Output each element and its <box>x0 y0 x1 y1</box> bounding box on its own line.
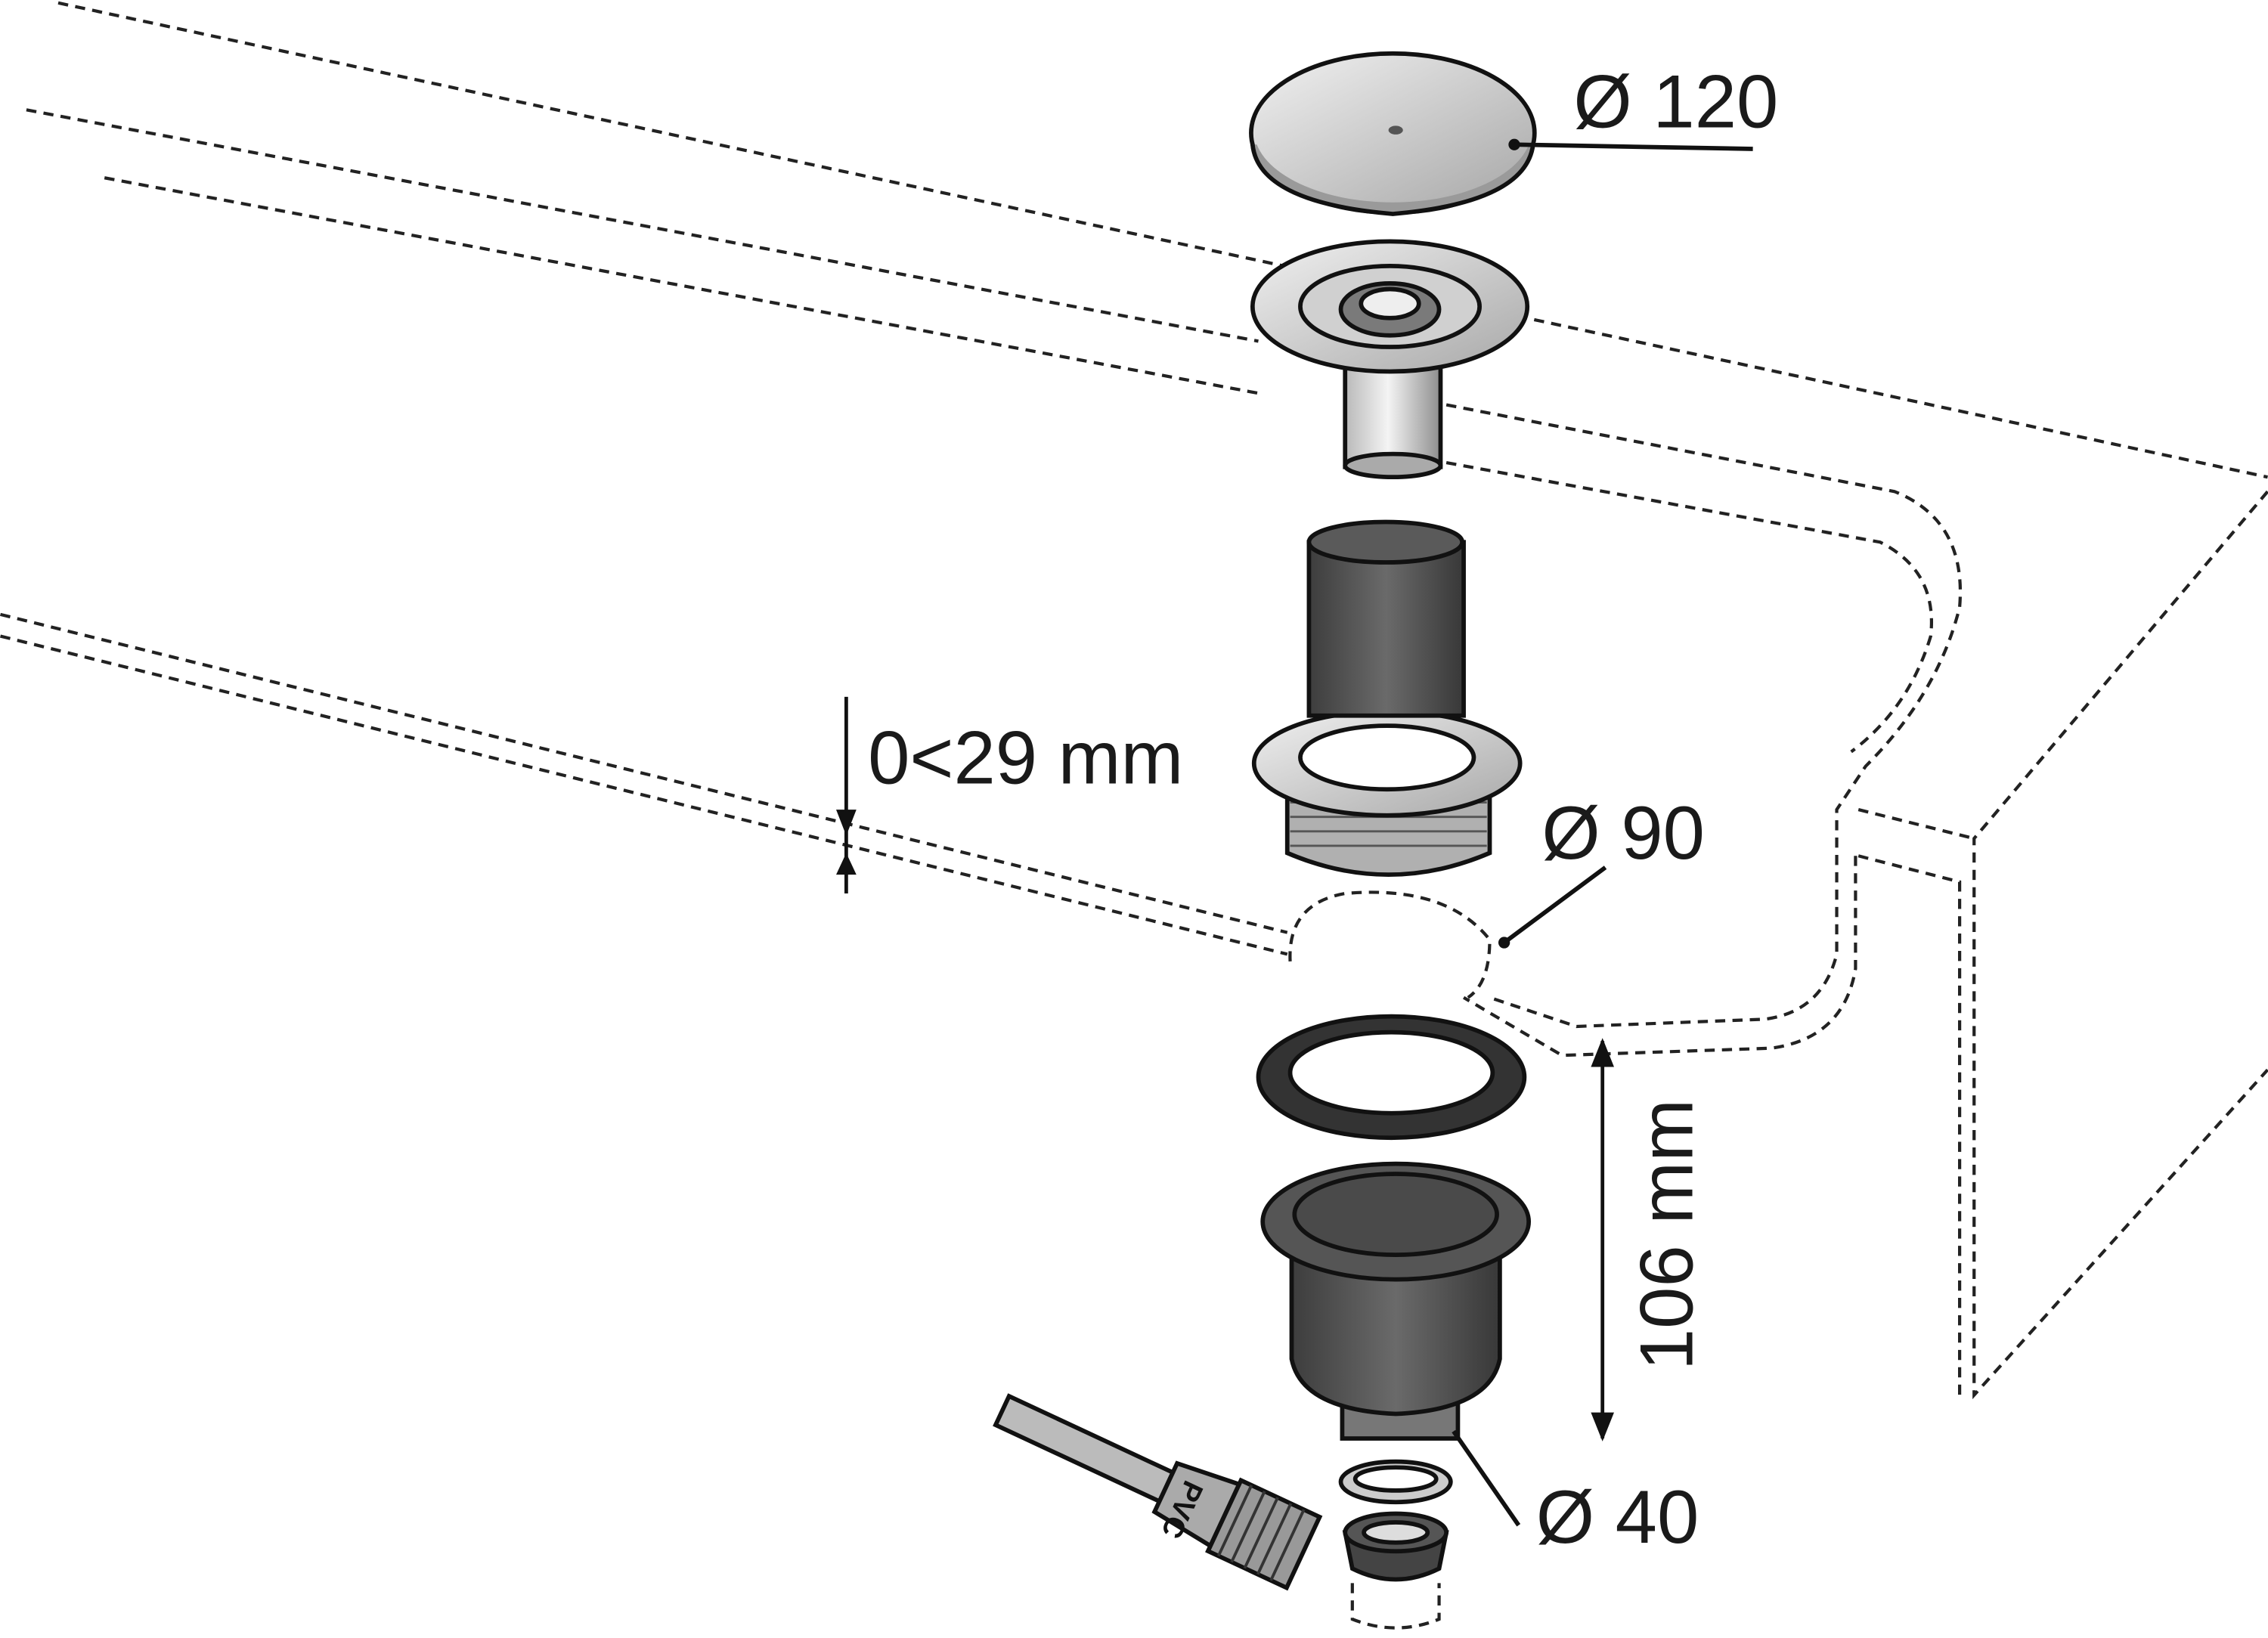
height-dimension <box>1591 1038 1614 1441</box>
shower-tray-outline <box>0 1 2268 1400</box>
outlet-leader-line <box>1452 1429 1521 1527</box>
hole-leader-dot <box>1498 937 1510 949</box>
thickness-range-label: 0<29 mm <box>868 717 1183 800</box>
lower-drain-body <box>1260 1161 1532 1441</box>
pvc-glue-brush: PVC <box>993 1393 1323 1591</box>
outlet-diameter-label: Ø 40 <box>1536 1475 1699 1559</box>
upper-body-with-thread <box>1251 519 1523 877</box>
cover-plate <box>1249 51 1537 216</box>
sealing-gasket <box>1256 1014 1527 1141</box>
outlet-ring <box>1338 1459 1453 1505</box>
hole-diameter-label: Ø 90 <box>1541 791 1705 875</box>
outlet-nut <box>1342 1511 1449 1630</box>
height-label: 106 mm <box>1625 1099 1709 1370</box>
drain-flange <box>1250 239 1530 480</box>
cover-leader-line <box>1514 142 1753 151</box>
hole-leader-line <box>1502 865 1607 945</box>
thickness-dimension <box>836 696 857 893</box>
cover-diameter-label: Ø 120 <box>1573 60 1778 144</box>
